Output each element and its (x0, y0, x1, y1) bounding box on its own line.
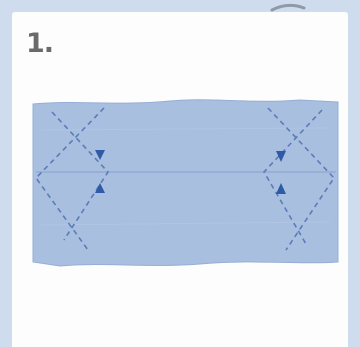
background-frame: 1. (0, 0, 360, 347)
folding-diagram (0, 0, 360, 347)
